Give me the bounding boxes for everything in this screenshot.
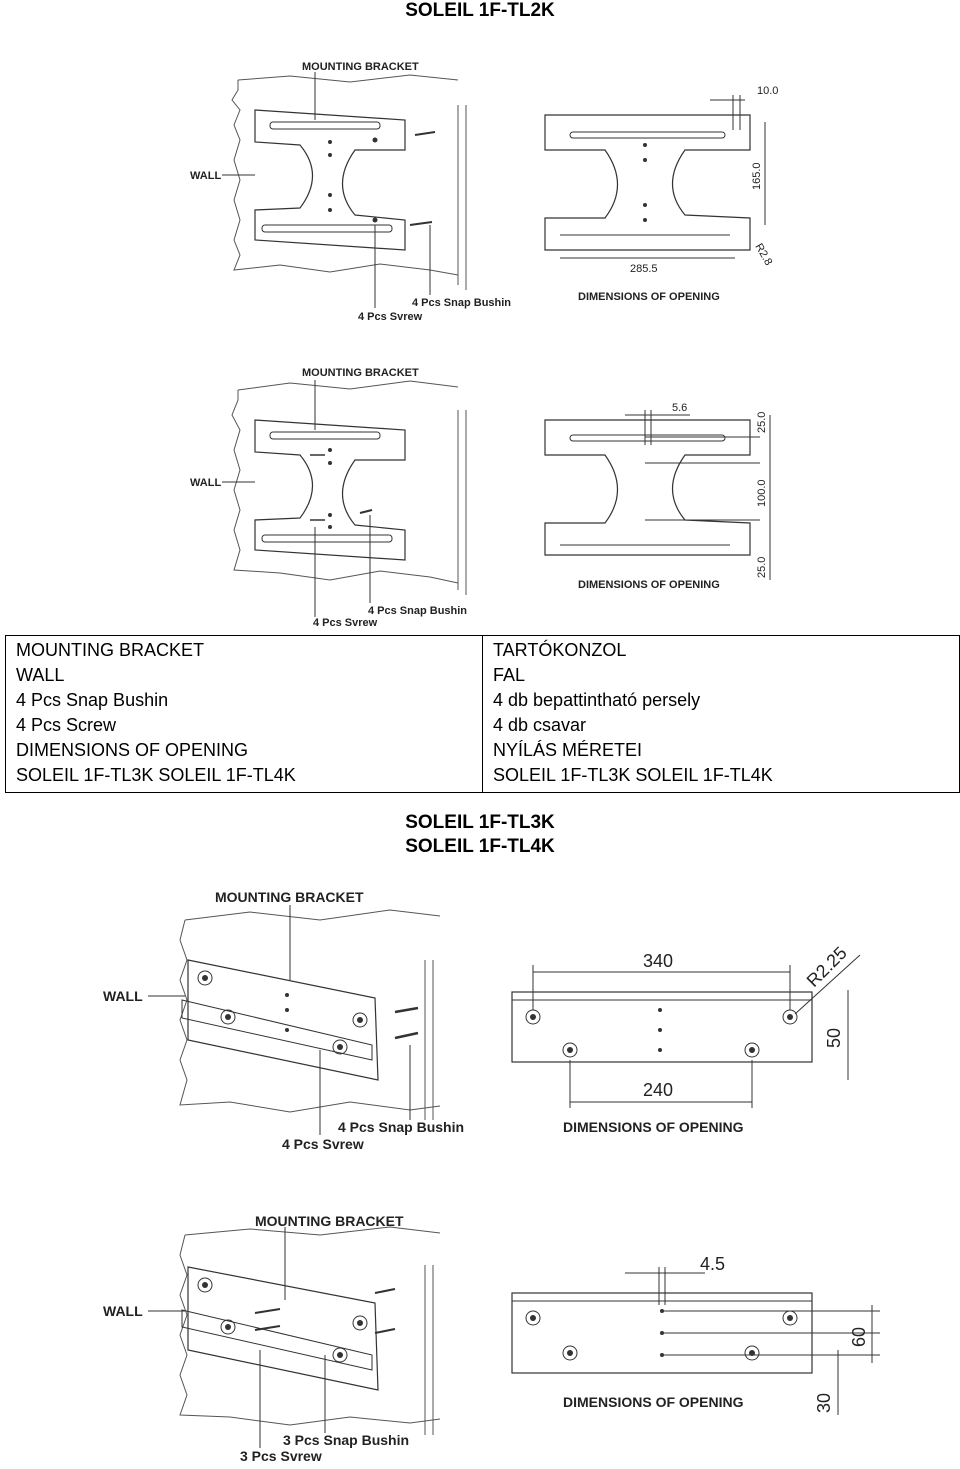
figure-tl3k-front: MOUNTING BRACKET WALL 4 Pcs Snap Bushin … xyxy=(0,880,960,1170)
label-mounting-bracket: MOUNTING BRACKET xyxy=(255,1213,404,1229)
legend-hu-row: FAL xyxy=(493,665,526,685)
bracket-diagram-1: MOUNTING BRACKET WALL 4 Pcs Snap Bushin … xyxy=(190,61,778,323)
bracket-diagram-4: MOUNTING BRACKET WALL 3 Pcs Snap Bushin … xyxy=(103,1213,880,1464)
legend-en-row: SOLEIL 1F-TL3K SOLEIL 1F-TL4K xyxy=(16,765,296,785)
label-mounting-bracket: MOUNTING BRACKET xyxy=(215,889,364,905)
legend-hu-row: SOLEIL 1F-TL3K SOLEIL 1F-TL4K xyxy=(493,765,773,785)
legend-en-row: 4 Pcs Screw xyxy=(16,715,117,735)
label-snap-bushin: 4 Pcs Snap Bushin xyxy=(412,297,511,309)
label-screw: 4 Pcs Svrew xyxy=(313,617,378,629)
dim-top: 5.6 xyxy=(672,402,687,414)
section-title-tl4k: SOLEIL 1F-TL4K xyxy=(405,836,555,857)
dim-top: 10.0 xyxy=(757,85,778,97)
dim-radius: R2.25 xyxy=(803,943,851,991)
legend-hungarian-column: TARTÓKONZOL FAL 4 db bepattintható perse… xyxy=(482,635,960,793)
dim-side-2: 100.0 xyxy=(756,479,768,507)
dim-bottom: 285.5 xyxy=(630,263,658,275)
dim-bottom: 240 xyxy=(643,1080,673,1100)
figure-tl4k-alt: MOUNTING BRACKET WALL 3 Pcs Snap Bushin … xyxy=(0,1205,960,1469)
legend-en-row: WALL xyxy=(16,665,65,685)
label-wall: WALL xyxy=(190,170,221,182)
dim-top: 4.5 xyxy=(700,1254,725,1274)
legend-en-row: DIMENSIONS OF OPENING xyxy=(16,740,249,760)
dim-radius: R2.8 xyxy=(752,242,774,268)
legend-en-row: 4 Pcs Snap Bushin xyxy=(16,690,169,710)
page-title-top: SOLEIL 1F-TL2K xyxy=(405,0,555,21)
legend-en-row: MOUNTING BRACKET xyxy=(16,640,205,660)
label-screw: 4 Pcs Svrew xyxy=(358,311,423,323)
legend-hu-row: TARTÓKONZOL xyxy=(493,640,627,660)
label-wall: WALL xyxy=(103,1303,143,1319)
dim-side-1: 60 xyxy=(849,1327,869,1347)
label-mounting-bracket: MOUNTING BRACKET xyxy=(302,61,419,73)
label-screw: 4 Pcs Svrew xyxy=(282,1136,364,1152)
figure-tl2k-front: MOUNTING BRACKET WALL 4 Pcs Snap Bushin … xyxy=(0,50,960,330)
label-opening: DIMENSIONS OF OPENING xyxy=(563,1394,744,1410)
label-snap-bushin: 4 Pcs Snap Bushin xyxy=(338,1119,464,1135)
figure-tl2k-alt: MOUNTING BRACKET WALL 4 Pcs Snap Bushin … xyxy=(0,355,960,635)
dim-side-2: 30 xyxy=(814,1393,834,1413)
legend-table: MOUNTING BRACKET WALL 4 Pcs Snap Bushin … xyxy=(5,635,960,793)
dim-side: 50 xyxy=(824,1028,844,1048)
bracket-diagram-3: MOUNTING BRACKET WALL 4 Pcs Snap Bushin … xyxy=(103,889,861,1152)
dim-side-3: 25.0 xyxy=(756,557,768,578)
dim-side-1: 25.0 xyxy=(756,412,768,433)
section-title-tl3k: SOLEIL 1F-TL3K xyxy=(405,812,555,833)
legend-english-column: MOUNTING BRACKET WALL 4 Pcs Snap Bushin … xyxy=(5,635,483,793)
label-snap-bushin: 3 Pcs Snap Bushin xyxy=(283,1432,409,1448)
dim-side: 165.0 xyxy=(751,162,763,190)
legend-hu-row: 4 db csavar xyxy=(493,715,587,735)
label-wall: WALL xyxy=(103,988,143,1004)
label-screw: 3 Pcs Svrew xyxy=(240,1448,322,1464)
label-opening: DIMENSIONS OF OPENING xyxy=(578,579,720,591)
legend-hu-row: NYÍLÁS MÉRETEI xyxy=(493,740,643,760)
legend-hu-row: 4 db bepattintható persely xyxy=(493,690,701,710)
bracket-diagram-2: MOUNTING BRACKET WALL 4 Pcs Snap Bushin … xyxy=(190,367,771,629)
label-opening: DIMENSIONS OF OPENING xyxy=(563,1119,744,1135)
label-snap-bushin: 4 Pcs Snap Bushin xyxy=(368,605,467,617)
label-mounting-bracket: MOUNTING BRACKET xyxy=(302,367,419,379)
label-opening: DIMENSIONS OF OPENING xyxy=(578,291,720,303)
dim-top: 340 xyxy=(643,951,673,971)
label-wall: WALL xyxy=(190,477,221,489)
